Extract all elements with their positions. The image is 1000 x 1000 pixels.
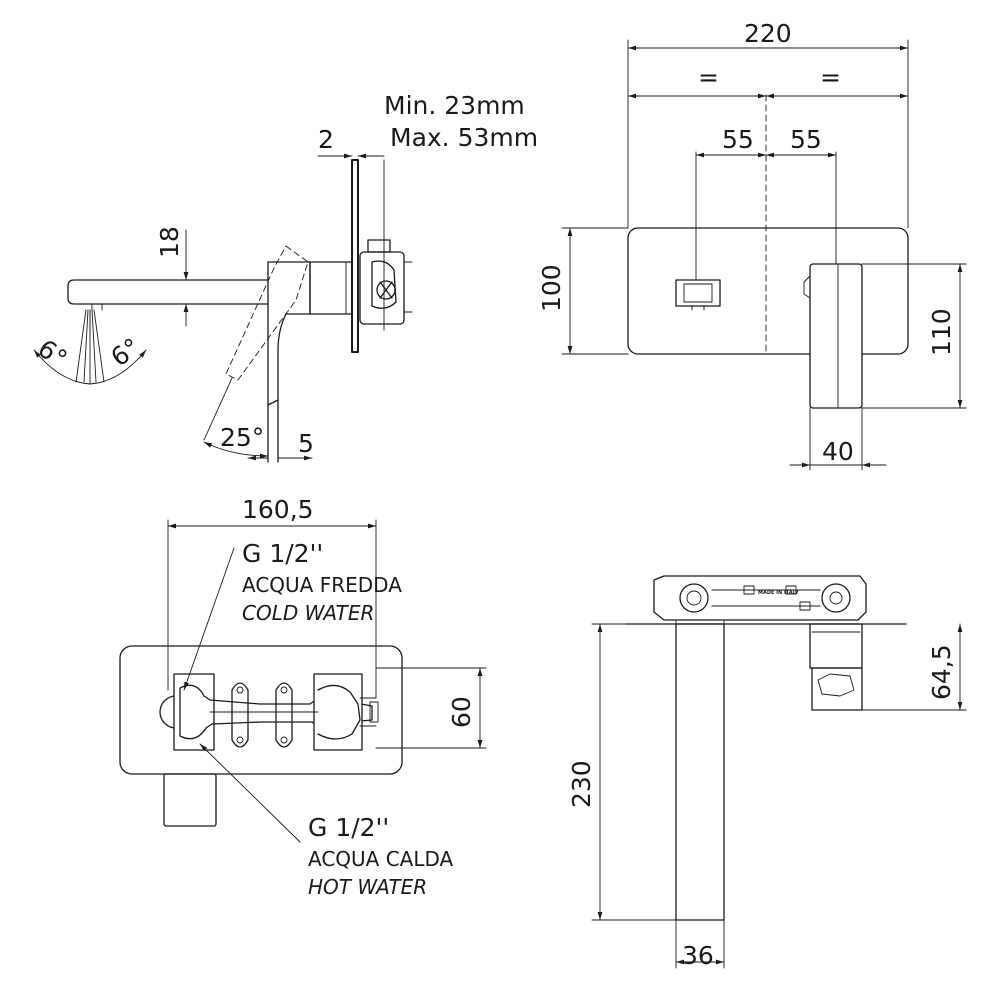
cold-label-it: ACQUA FREDDA: [242, 573, 402, 597]
half-right-label: =: [820, 63, 841, 92]
lever-offset-label: 5: [298, 429, 314, 458]
offset-left-label: 55: [722, 125, 754, 154]
rear-spout: [675, 623, 725, 921]
spout-length-label: 230: [567, 760, 596, 808]
side-view: 6° 6° 25° 5 18 2 Min. 23mm Max. 53mm: [33, 91, 538, 463]
lever-height-label: 110: [927, 308, 956, 356]
side-valve-body: [359, 239, 413, 325]
angle-right-label: 6°: [106, 332, 146, 372]
top-wall-plate: [119, 645, 403, 775]
body-marking: MADE IN ITALY: [758, 590, 799, 596]
lever-angle-arc: [203, 441, 269, 459]
front-spout-outlet: [675, 279, 721, 307]
spout-height-label: 18: [155, 226, 184, 258]
spout-width-label: 36: [682, 941, 714, 970]
body-length-label: 160,5: [242, 495, 314, 524]
side-lever-rotated: [225, 245, 309, 381]
lever-width-label: 40: [822, 437, 854, 466]
rear-view: MADE IN ITALY 230 64,5 36: [567, 575, 967, 970]
front-view: 220 = = 55 55 100 110 40: [537, 19, 967, 471]
side-spout: [67, 279, 269, 305]
cold-thread-label: G 1/2'': [242, 539, 323, 568]
offset-right-label: 55: [790, 125, 822, 154]
hot-thread-label: G 1/2'': [308, 813, 389, 842]
angle-left-label: 6°: [33, 334, 73, 374]
plate-thickness-label: 2: [318, 125, 334, 154]
lever-angle-leg: [203, 377, 233, 441]
total-width-label: 220: [744, 19, 792, 48]
lever-angle-label: 25°: [220, 423, 264, 452]
front-wall-plate: [627, 227, 909, 355]
hot-label-it: ACQUA CALDA: [308, 847, 454, 871]
wall-max-label: Max. 53mm: [390, 123, 538, 152]
side-mixer-body: [267, 261, 311, 406]
hot-label-en: HOT WATER: [308, 875, 427, 899]
body-depth-label: 60: [447, 696, 476, 728]
half-left-label: =: [698, 63, 719, 92]
cold-label-en: COLD WATER: [242, 601, 374, 625]
top-spout-stub: [163, 773, 217, 827]
side-flow-cone: [75, 309, 105, 385]
lever-depth-label: 64,5: [927, 644, 956, 700]
top-valve-body: [159, 673, 379, 751]
side-angle-arc: [33, 349, 147, 385]
plate-height-label: 100: [537, 264, 566, 312]
top-view: 160,5 60 G 1/2'' ACQUA FREDDA COLD WATER…: [119, 495, 487, 899]
front-lever: [809, 263, 863, 409]
hot-water-leader: [199, 743, 301, 843]
rear-valve-body: MADE IN ITALY: [653, 575, 867, 621]
cold-water-leader: [183, 547, 235, 691]
side-wall-plate: [351, 159, 359, 353]
wall-min-label: Min. 23mm: [384, 91, 525, 120]
rear-lever: [809, 623, 863, 669]
